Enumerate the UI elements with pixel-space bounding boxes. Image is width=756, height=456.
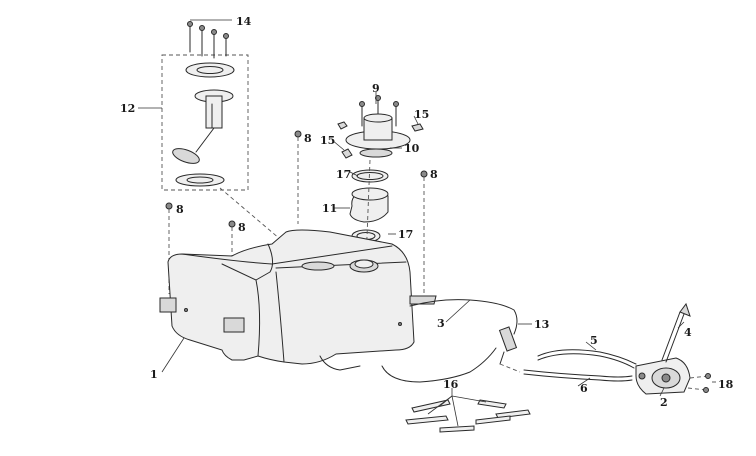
sender-flange [185, 62, 235, 78]
float [172, 148, 200, 164]
callout-16: 16 [443, 378, 459, 391]
vent-hose [409, 299, 518, 335]
clip-right [411, 123, 424, 132]
callout-14: 14 [236, 15, 252, 28]
clip-left [341, 148, 353, 159]
callout-8-a: 8 [304, 132, 312, 145]
sender-frame [161, 54, 249, 191]
callout-8-d: 8 [430, 168, 438, 181]
callout-15-b: 15 [414, 108, 429, 121]
callout-10: 10 [404, 142, 420, 155]
sender-gasket [175, 173, 225, 187]
callout-6: 6 [580, 382, 588, 395]
callout-8-b: 8 [176, 203, 184, 216]
callout-13: 13 [534, 318, 549, 331]
callout-1: 1 [150, 368, 158, 381]
fuel-line-5 [537, 349, 637, 365]
callout-15-a: 15 [320, 134, 335, 147]
callout-5: 5 [590, 334, 598, 347]
sender-screws [187, 21, 229, 59]
fuel-sender-group [161, 21, 301, 257]
callout-18: 18 [718, 378, 734, 391]
callout-17-b: 17 [398, 228, 413, 241]
callout-2: 2 [660, 396, 668, 409]
float-arm [195, 127, 215, 153]
callout-8-c: 8 [238, 221, 246, 234]
fuel-filter [498, 326, 518, 365]
fuel-pump [635, 302, 711, 395]
fuel-line-6 [523, 369, 633, 378]
leader-lines [138, 19, 716, 427]
callout-3: 3 [437, 317, 445, 330]
callout-12: 12 [120, 102, 135, 115]
clamps [405, 399, 531, 433]
callout-17-a: 17 [336, 168, 351, 181]
callout-4: 4 [684, 326, 692, 339]
callout-9: 9 [372, 82, 380, 95]
callout-labels: 1 2 3 4 5 6 8 8 8 8 9 10 11 12 13 14 15 … [120, 15, 734, 409]
callout-11: 11 [322, 202, 337, 215]
fuel-tank [159, 229, 437, 371]
